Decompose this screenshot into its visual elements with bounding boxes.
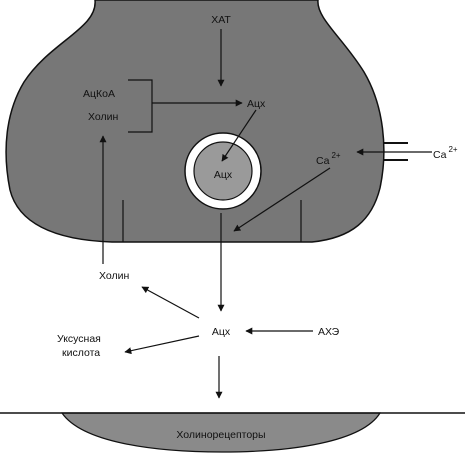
label-cholinoreceptors: Холинорецепторы xyxy=(176,429,265,441)
label-acetyl-coa: АцКоА xyxy=(83,88,115,100)
arrow-ach-to-choline xyxy=(141,286,200,319)
label-ache: АХЭ xyxy=(318,326,340,338)
label-ach-synth: Ацх xyxy=(247,98,266,110)
arrow-ach-to-vesicle xyxy=(221,109,257,162)
label-ach-cleft: Ацх xyxy=(212,326,231,338)
presynaptic-terminal xyxy=(5,0,385,243)
vesicle-inner xyxy=(193,141,253,201)
label-acetic-acid-1: Уксусная xyxy=(57,333,101,345)
arrow-ach-to-acetic-acid xyxy=(124,335,200,355)
label-acetic-acid-2: кислота xyxy=(62,347,100,359)
label-choline-inner: Холин xyxy=(88,111,118,123)
label-ach-vesicle: Ацх xyxy=(214,169,233,181)
arrow-ca-to-exocytosis xyxy=(233,167,331,232)
cholinoreceptors xyxy=(60,412,382,453)
substrate-bracket xyxy=(128,79,153,133)
label-chat: ХАТ xyxy=(211,14,231,26)
label-choline-outer: Холин xyxy=(99,270,129,282)
